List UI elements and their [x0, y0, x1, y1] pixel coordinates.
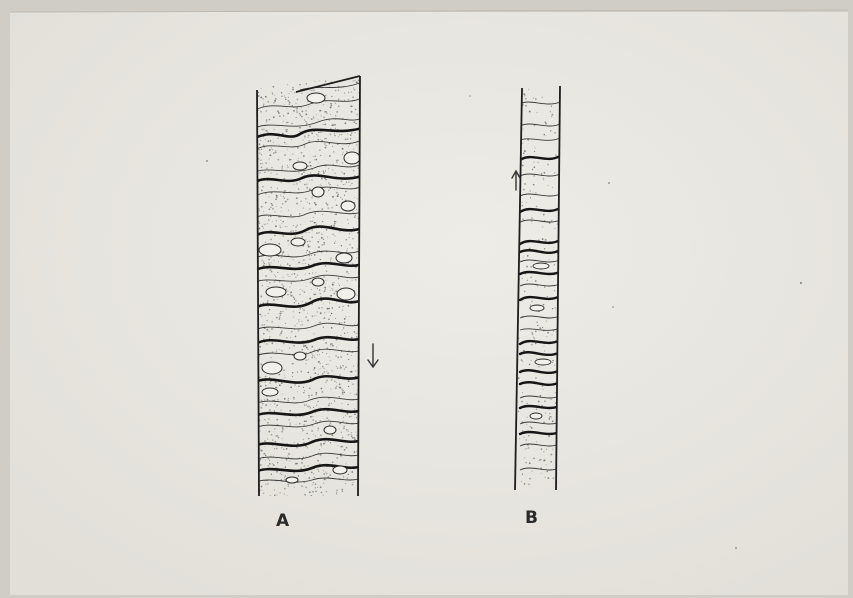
sheet-edge	[10, 10, 848, 12]
section-a-label: A	[276, 511, 289, 531]
section-b-label: B	[525, 508, 538, 528]
paper-sheet	[10, 12, 848, 595]
